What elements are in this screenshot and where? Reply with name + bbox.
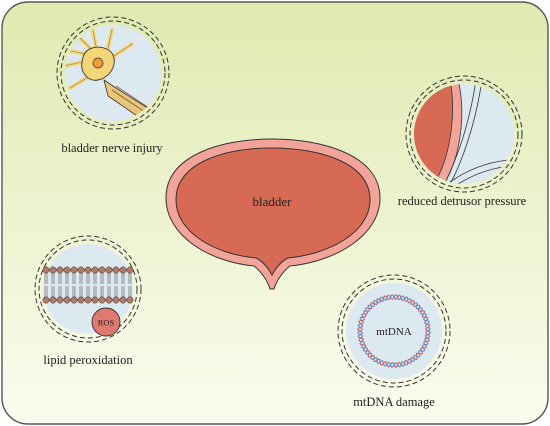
lipid-head [77, 296, 85, 304]
ros-label: ROS [98, 318, 115, 328]
mtdna-label: mtDNA damage [353, 395, 435, 409]
lipid-head [56, 296, 64, 304]
mtdna-inner-label: mtDNA [376, 326, 412, 338]
lipid-head [112, 266, 120, 274]
lipid-head [98, 296, 106, 304]
mtdna-circle: mtDNA [337, 274, 451, 388]
lipid-head [70, 296, 78, 304]
lipid-head [49, 296, 57, 304]
lipid-head [119, 266, 127, 274]
lipid-bilayer [42, 266, 134, 304]
lipid-head [63, 296, 71, 304]
nerve-circle [56, 16, 170, 130]
mtdna-ring-icon [357, 294, 431, 368]
bladder-label: bladder [253, 194, 293, 209]
neuron-icon [65, 25, 155, 121]
lipid-head [77, 266, 85, 274]
ros-circle [91, 307, 121, 337]
lipid-circle: ROS [34, 235, 142, 343]
lipid-head [56, 266, 64, 274]
lipid-head [91, 266, 99, 274]
lipid-head [42, 266, 50, 274]
lipid-head [126, 266, 134, 274]
lipid-head [105, 266, 113, 274]
lipid-head [91, 296, 99, 304]
lipid-head [49, 266, 57, 274]
lipid-head [105, 296, 113, 304]
lipid-head [98, 266, 106, 274]
lipid-head [84, 266, 92, 274]
lipid-head [126, 296, 134, 304]
lipid-head [112, 296, 120, 304]
nerve-label: bladder nerve injury [61, 141, 163, 155]
lipid-label: lipid peroxidation [43, 353, 133, 367]
lipid-head [42, 296, 50, 304]
lipid-head [70, 266, 78, 274]
pressure-label: reduced detrusor pressure [398, 194, 527, 208]
lipid-head [63, 266, 71, 274]
lipid-head [119, 296, 127, 304]
lipid-head [84, 296, 92, 304]
dna-strand [357, 294, 431, 368]
bladder-shape [165, 138, 381, 290]
